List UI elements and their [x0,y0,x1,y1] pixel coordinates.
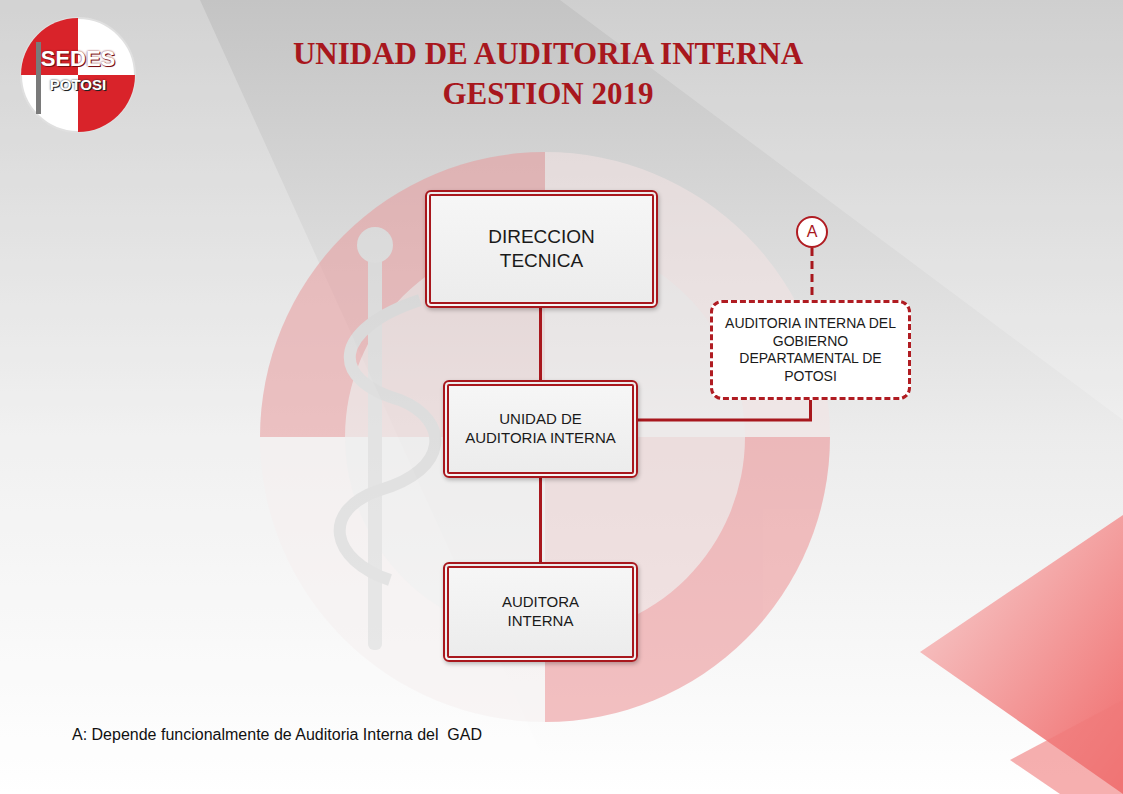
connector [540,308,541,380]
node-text: A [807,222,818,242]
watermark-disc [260,152,830,722]
logo-text: POTOSI [30,76,126,93]
connector [540,478,541,562]
node-text: AUDITORIA INTERNA DEL GOBIERNO DEPARTAME… [721,315,900,385]
logo-text: SEDES [30,46,126,72]
connector-line [811,248,814,300]
process-box: DIRECCION TECNICA [425,190,658,308]
process-box: UNIDAD DE AUDITORIA INTERNA [443,380,638,478]
page-title: UNIDAD DE AUDITORIA INTERNA GESTION 2019 [268,34,828,115]
connector-line [539,308,542,380]
corner-triangle [1010,700,1123,794]
process-box: AUDITORA INTERNA [443,562,638,662]
node-text: AUDITORA INTERNA [481,593,601,631]
connector-line [539,478,542,562]
callout-circle: A [796,216,828,248]
corner-triangle [920,515,1123,794]
node-text: UNIDAD DE AUDITORIA INTERNA [459,410,622,448]
node-text: DIRECCION TECNICA [467,225,617,273]
external-box: AUDITORIA INTERNA DEL GOBIERNO DEPARTAME… [710,300,911,400]
connector [812,248,813,300]
connector-line [638,400,811,420]
logo [21,18,135,132]
footnote: A: Depende funcionalmente de Auditoria I… [72,726,772,744]
connector [638,400,811,420]
